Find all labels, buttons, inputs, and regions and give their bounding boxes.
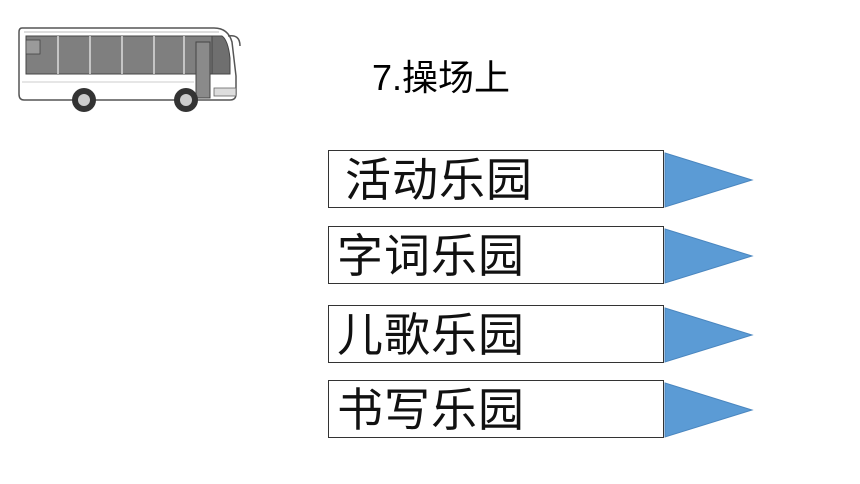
menu-item-box[interactable]: 书写乐园 [328, 380, 664, 438]
menu-item-songs[interactable]: 儿歌乐园 [328, 305, 754, 367]
bus-icon [18, 27, 241, 112]
menu-item-activity[interactable]: 活动乐园 [328, 150, 754, 212]
play-arrow-icon[interactable] [664, 307, 754, 363]
menu-item-label: 书写乐园 [337, 383, 525, 437]
menu-item-label: 活动乐园 [345, 153, 533, 207]
menu-item-box[interactable]: 儿歌乐园 [328, 305, 664, 363]
menu-item-box[interactable]: 活动乐园 [328, 150, 664, 208]
play-arrow-icon[interactable] [664, 228, 754, 284]
menu-item-words[interactable]: 字词乐园 [328, 226, 754, 288]
page-title: 7.操场上 [372, 57, 511, 98]
menu-item-label: 儿歌乐园 [337, 308, 525, 362]
menu-item-label: 字词乐园 [337, 229, 525, 283]
menu-list: 活动乐园 字词乐园 儿歌乐园 书写乐园 [328, 0, 758, 484]
menu-item-box[interactable]: 字词乐园 [328, 226, 664, 284]
menu-item-writing[interactable]: 书写乐园 [328, 380, 754, 442]
play-arrow-icon[interactable] [664, 382, 754, 438]
play-arrow-icon[interactable] [664, 152, 754, 208]
